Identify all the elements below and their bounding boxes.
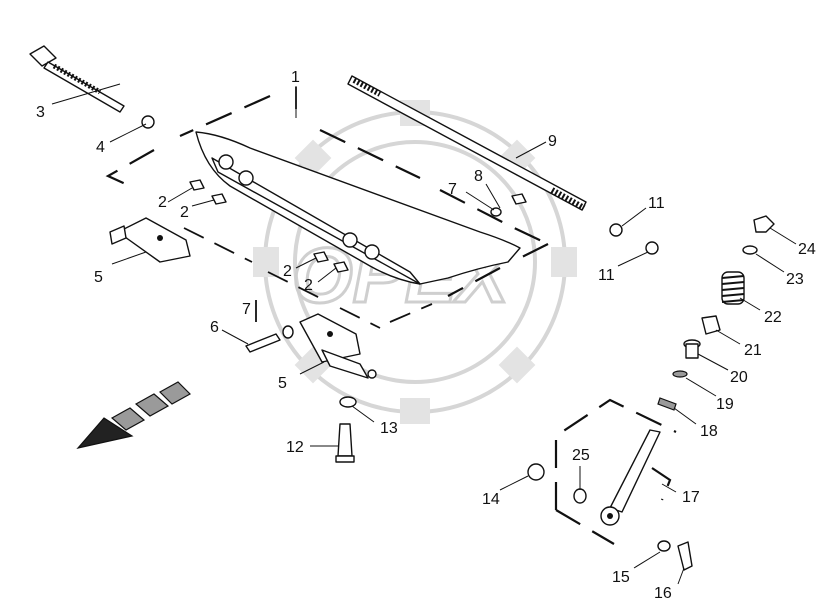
callout-13: 13 <box>380 420 398 437</box>
callout-18: 18 <box>700 423 718 440</box>
callout-labels: 1 2 2 2 2 3 4 5 5 6 7 7 8 9 11 11 12 13 … <box>36 69 816 602</box>
pin-18 <box>657 397 677 411</box>
direction-arrow <box>76 381 191 449</box>
callout-22: 22 <box>764 309 782 326</box>
callout-7a: 7 <box>448 181 457 198</box>
callout-16: 16 <box>654 585 672 602</box>
callout-20: 20 <box>730 369 748 386</box>
bushing-21 <box>701 315 721 335</box>
bracket-5-lower <box>299 313 377 379</box>
callout-11b: 11 <box>598 267 615 284</box>
sleeve-20 <box>683 339 701 359</box>
callout-5a: 5 <box>94 269 103 286</box>
callout-7b: 7 <box>242 301 251 318</box>
washer-15 <box>657 540 671 552</box>
callout-2c: 2 <box>283 263 292 280</box>
leader-lines <box>51 83 797 585</box>
washer-14 <box>527 463 545 481</box>
spring-22 <box>721 271 745 305</box>
bracket-5-upper <box>109 217 191 263</box>
clip-19 <box>672 370 688 378</box>
callout-19: 19 <box>716 396 734 413</box>
callout-5b: 5 <box>278 375 287 392</box>
callout-25: 25 <box>572 447 590 464</box>
pin-16 <box>677 541 693 571</box>
alignment-frame <box>105 87 549 330</box>
lever-arm <box>600 429 661 526</box>
bushing-25 <box>573 488 587 504</box>
long-bolt <box>29 45 125 113</box>
callout-24: 24 <box>798 241 816 258</box>
callout-9: 9 <box>548 133 557 150</box>
bolt-12 <box>335 423 355 463</box>
callout-6: 6 <box>210 319 219 336</box>
callout-3: 3 <box>36 104 45 121</box>
callout-8: 8 <box>474 168 483 185</box>
washer-23 <box>742 245 758 255</box>
callout-15: 15 <box>612 569 630 586</box>
callout-4: 4 <box>96 139 105 156</box>
washer-13 <box>339 396 357 408</box>
bolt-6 <box>245 325 294 353</box>
callout-12: 12 <box>286 439 304 456</box>
washer-4 <box>141 115 155 129</box>
washer-11b <box>645 241 659 255</box>
nuts-2 <box>189 179 349 273</box>
mounting-plate <box>195 131 521 285</box>
callout-17: 17 <box>682 489 700 506</box>
callout-2a: 2 <box>158 194 167 211</box>
washer-11a <box>609 223 623 237</box>
callout-11a: 11 <box>648 195 665 212</box>
callout-2b: 2 <box>180 204 189 221</box>
callout-2d: 2 <box>304 277 313 294</box>
callout-23: 23 <box>786 271 804 288</box>
callout-1: 1 <box>291 69 300 86</box>
callout-14: 14 <box>482 491 500 508</box>
nut-24 <box>753 215 775 233</box>
callout-21: 21 <box>744 342 762 359</box>
plate-17-outline <box>554 398 677 545</box>
long-rod <box>347 75 587 211</box>
